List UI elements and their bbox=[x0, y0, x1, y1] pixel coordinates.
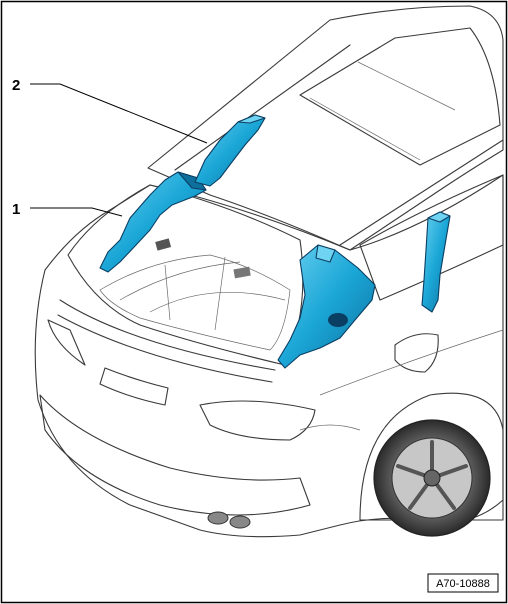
leader-line-2 bbox=[30, 83, 208, 144]
sunroof bbox=[299, 27, 501, 166]
side-window bbox=[359, 174, 504, 301]
leader-line-1 bbox=[30, 207, 123, 217]
trim-panel-2 bbox=[194, 114, 266, 187]
reference-code: A70-10888 bbox=[436, 578, 490, 590]
cargo-opening bbox=[67, 184, 304, 366]
roof bbox=[147, 5, 504, 251]
rear-bumper bbox=[39, 394, 311, 516]
reference-code-box bbox=[427, 573, 499, 593]
callout-2: 2 bbox=[12, 77, 20, 94]
tail-light-right bbox=[199, 400, 316, 441]
trim-panel-right-lower bbox=[277, 244, 376, 369]
fuel-door bbox=[394, 333, 439, 373]
callout-1: 1 bbox=[12, 201, 20, 218]
licence-plate-recess bbox=[99, 367, 169, 406]
cargo-floor bbox=[99, 254, 291, 351]
tail-light-left bbox=[47, 319, 86, 366]
